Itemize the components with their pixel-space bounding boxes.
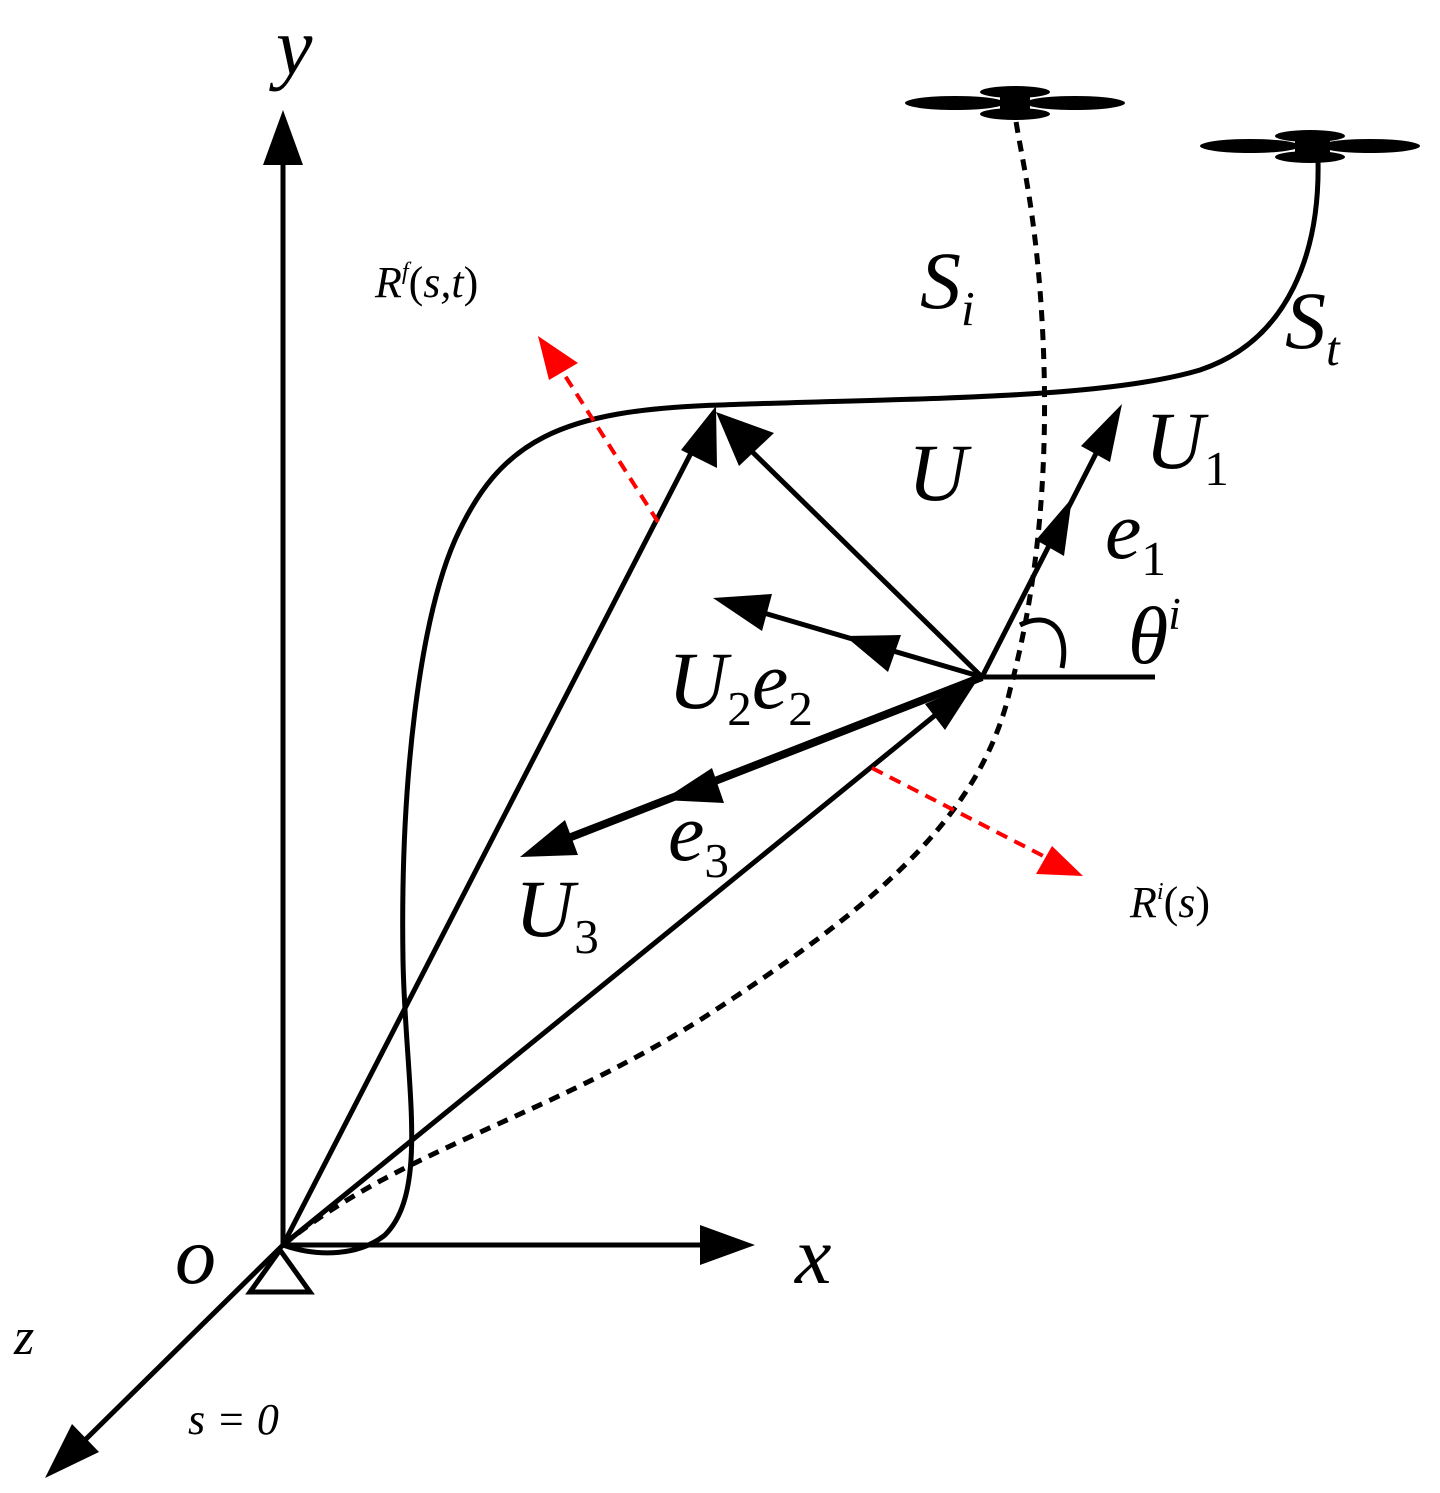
label-u: U <box>908 427 968 518</box>
y-axis-arrowhead <box>263 110 303 165</box>
label-u1: U1 <box>1145 395 1229 497</box>
z-axis-arrowhead <box>45 1424 99 1478</box>
vector-to-st-point <box>280 420 710 1247</box>
label-u2-e2: U2e2 <box>668 635 813 737</box>
drone-icon <box>1200 130 1420 163</box>
force-arrow-rf <box>553 358 660 524</box>
vector-u <box>730 430 984 679</box>
label-ri: Ri(s) <box>1130 878 1211 928</box>
vector-u-arrowhead <box>716 412 774 466</box>
x-axis-arrowhead <box>700 1225 755 1265</box>
force-arrow-ri-arrowhead <box>1036 846 1083 876</box>
label-e3: e3 <box>668 787 729 889</box>
label-theta-i: θi <box>1128 589 1181 681</box>
x-axis-label: x <box>795 1210 832 1301</box>
force-arrow-ri <box>871 766 1056 864</box>
cable-curve-st <box>282 159 1321 1256</box>
vector-u1 <box>979 428 1111 679</box>
vector-u3-arrowhead <box>520 820 578 857</box>
vector-to-st-arrowhead <box>681 406 717 468</box>
label-s0: s = 0 <box>188 1395 279 1444</box>
vector-e1-arrowhead <box>1036 498 1072 556</box>
force-arrow-rf-arrowhead <box>538 336 578 380</box>
axes <box>45 110 755 1478</box>
z-axis <box>83 1243 285 1442</box>
vector-u2-arrowhead <box>713 594 772 631</box>
origin-label: o <box>175 1210 216 1301</box>
label-e1: e1 <box>1105 485 1166 587</box>
theta-arc <box>1018 617 1067 669</box>
label-rf: Rf(s,t) <box>375 258 479 308</box>
vector-to-si-point <box>281 693 962 1247</box>
cable-curve-si <box>281 114 1048 1247</box>
label-st: St <box>1285 275 1340 377</box>
vector-e3-arrowhead <box>663 768 724 803</box>
drone-icon <box>905 86 1125 120</box>
z-axis-label: z <box>14 1309 35 1366</box>
vector-u3 <box>546 673 984 850</box>
support-triangle-icon <box>245 1245 315 1295</box>
label-u3: U3 <box>515 863 599 965</box>
vector-u1-arrowhead <box>1081 404 1122 462</box>
label-si: Si <box>920 235 975 337</box>
vector-e2-arrowhead <box>845 635 901 672</box>
vector-to-si-arrowhead <box>925 682 976 730</box>
y-axis-label: y <box>276 1 313 92</box>
